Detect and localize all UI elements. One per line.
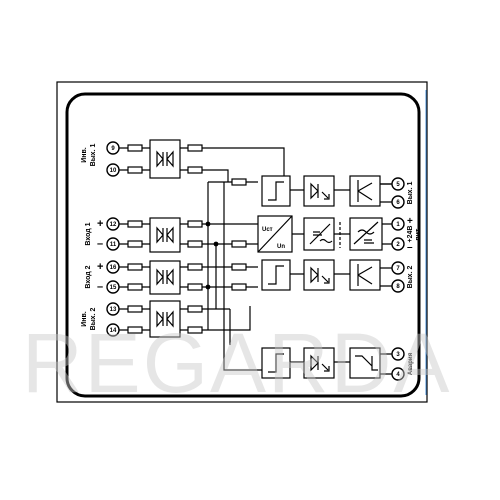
- left-wiring: [119, 139, 285, 371]
- svg-text:Вход 2: Вход 2: [85, 265, 92, 288]
- right-terminals: 5 6 1 2 7 8 3 4: [391, 177, 405, 381]
- svg-text:Авария: Авария: [408, 352, 414, 375]
- in1-minus: –: [97, 238, 103, 250]
- label-in1: Вход 1: [85, 222, 92, 245]
- terminal-6: 6: [396, 200, 400, 206]
- label-out2: Вых. 2: [407, 266, 414, 289]
- label-ust: Uст: [262, 227, 273, 233]
- junction-3: [205, 284, 211, 290]
- in2-minus: –: [97, 281, 103, 293]
- left-terminals: 9 10 12 11 16 15 13 14: [106, 141, 120, 337]
- terminal-1: 1: [396, 222, 400, 228]
- terminal-7: 7: [396, 266, 400, 272]
- label-alarm: Авария: [408, 352, 414, 375]
- label-inv-out1-l1: Инв.: [81, 147, 88, 163]
- svg-text:пит.: пит.: [415, 227, 422, 240]
- in1-plus: +: [97, 218, 103, 230]
- supply-plus: +: [407, 216, 413, 227]
- terminal-11: 11: [110, 242, 117, 248]
- svg-text:Вых. 2: Вых. 2: [407, 266, 414, 289]
- terminal-2: 2: [396, 242, 400, 248]
- output-chain: [290, 175, 394, 379]
- label-inv-out1: Инв. Вых. 1: [81, 144, 97, 167]
- svg-text:Вход 1: Вход 1: [85, 222, 92, 245]
- terminal-14: 14: [110, 328, 117, 334]
- terminal-13: 13: [110, 307, 117, 313]
- label-supply: +24В пит.: [407, 226, 422, 243]
- supply-minus: –: [407, 242, 413, 253]
- label-un: Un: [277, 244, 285, 250]
- label-inv-out2: Инв. Вых. 2: [81, 308, 97, 331]
- svg-text:Инв.: Инв.: [81, 311, 88, 327]
- terminal-3: 3: [396, 352, 400, 358]
- terminal-16: 16: [110, 265, 117, 271]
- svg-text:+24В: +24В: [407, 226, 414, 243]
- svg-text:Вых. 2: Вых. 2: [90, 308, 97, 331]
- terminal-5: 5: [396, 182, 400, 188]
- terminal-12: 12: [110, 222, 117, 228]
- terminal-4: 4: [396, 372, 400, 378]
- terminal-10: 10: [110, 168, 117, 174]
- center-blocks: [257, 175, 293, 379]
- junction-2: [213, 241, 219, 247]
- svg-text:Вых. 1: Вых. 1: [407, 182, 414, 205]
- terminal-9: 9: [111, 146, 115, 152]
- terminal-15: 15: [110, 285, 117, 291]
- terminal-8: 8: [396, 284, 400, 290]
- label-in2: Вход 2: [85, 265, 92, 288]
- label-inv-out1-l2: Вых. 1: [90, 144, 97, 167]
- label-out1: Вых. 1: [407, 182, 414, 205]
- in2-plus: +: [97, 261, 103, 273]
- junction-1: [205, 221, 211, 227]
